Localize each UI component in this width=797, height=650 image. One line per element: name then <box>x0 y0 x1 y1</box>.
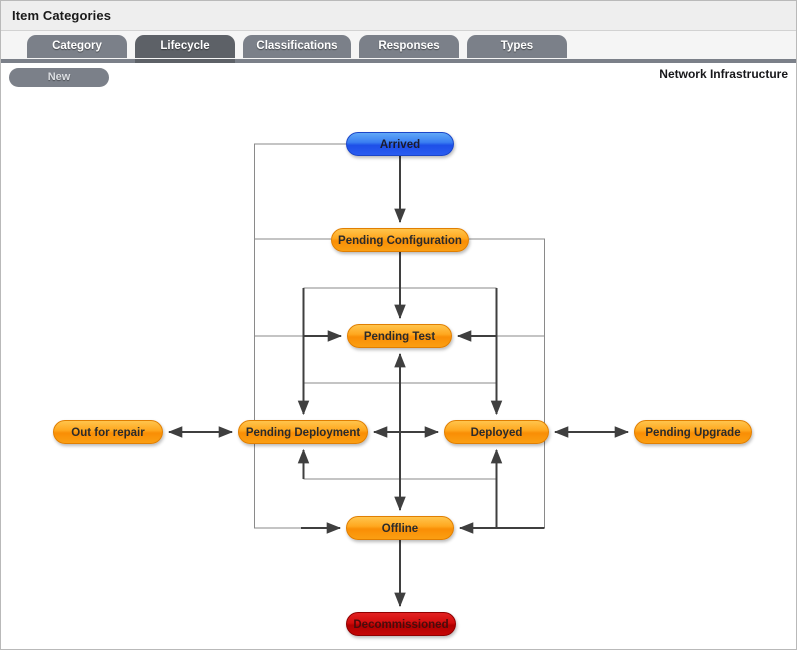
lifecycle-node-arrived[interactable]: Arrived <box>346 132 454 156</box>
active-tab-notch <box>135 59 235 63</box>
action-toolbar: New Network Infrastructure <box>1 63 796 91</box>
tab-category[interactable]: Category <box>27 35 127 58</box>
tab-types[interactable]: Types <box>467 35 567 58</box>
lifecycle-node-out-for-repair[interactable]: Out for repair <box>53 420 163 444</box>
lifecycle-node-pending-upgrade[interactable]: Pending Upgrade <box>634 420 752 444</box>
window-titlebar: Item Categories <box>1 1 796 31</box>
new-button[interactable]: New <box>9 68 109 87</box>
tab-lifecycle[interactable]: Lifecycle <box>135 35 235 58</box>
lifecycle-node-pending-deployment[interactable]: Pending Deployment <box>238 420 368 444</box>
lifecycle-node-pending-test[interactable]: Pending Test <box>347 324 452 348</box>
tab-responses[interactable]: Responses <box>359 35 459 58</box>
lifecycle-connectors <box>167 143 630 608</box>
tab-underline <box>1 59 796 63</box>
lifecycle-node-deployed[interactable]: Deployed <box>444 420 549 444</box>
tab-bar: Category Lifecycle Classifications Response… <box>1 31 796 62</box>
lifecycle-node-pending-configuration[interactable]: Pending Configuration <box>331 228 469 252</box>
connector-arrows <box>167 156 630 608</box>
tab-classifications[interactable]: Classifications <box>243 35 351 58</box>
lifecycle-node-decommissioned[interactable]: Decommissioned <box>346 612 456 636</box>
category-context-label: Network Infrastructure <box>659 67 788 81</box>
page-title: Item Categories <box>12 8 112 23</box>
lifecycle-node-offline[interactable]: Offline <box>346 516 454 540</box>
